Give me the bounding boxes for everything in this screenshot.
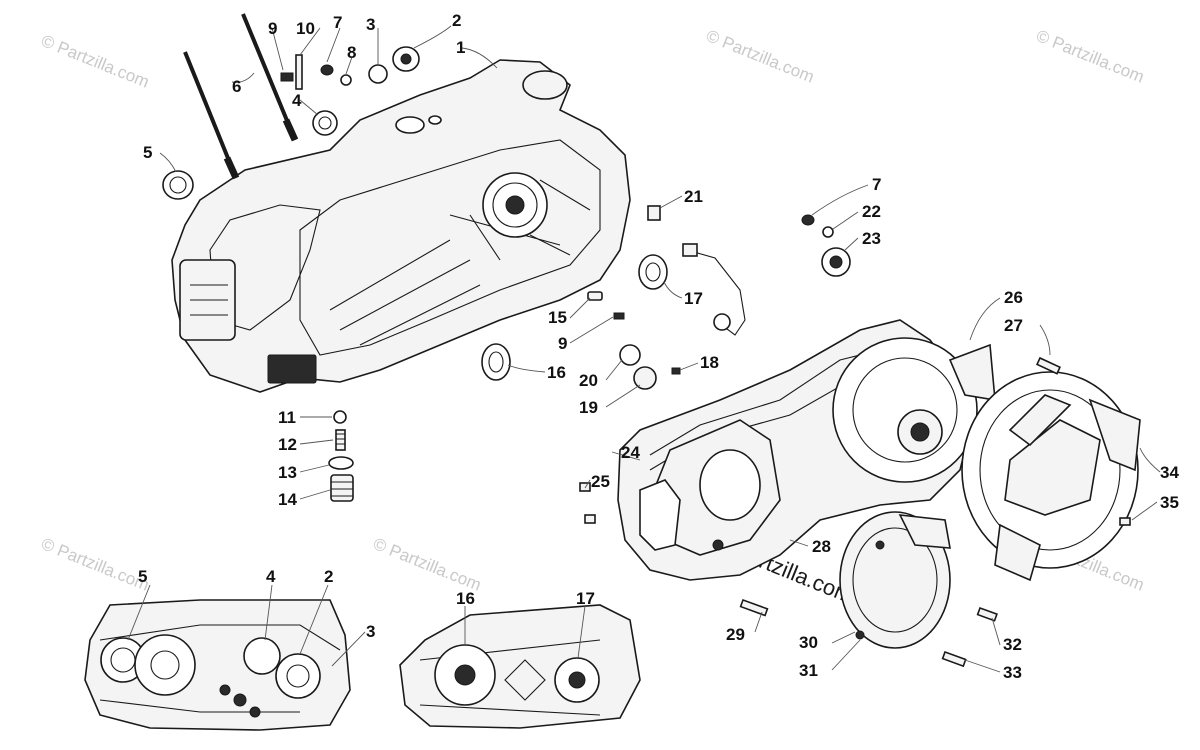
drain-plug-stack (328, 410, 354, 502)
screw-9b (613, 312, 625, 320)
callout-labels: 1 2 3 4 5 6 7 8 9 10 11 12 13 14 15 16 1… (138, 11, 1179, 682)
callout-35: 35 (1160, 493, 1179, 512)
callout-24: 24 (621, 443, 640, 462)
bolt-21 (647, 205, 661, 221)
watermark-bottom-center: © Partzilla.com (371, 534, 484, 595)
callout-6: 6 (232, 77, 241, 96)
callout-11: 11 (278, 408, 296, 427)
bolt-29 (739, 598, 769, 617)
callout-9b: 9 (558, 334, 567, 353)
seal-16 (481, 343, 511, 381)
callout-7: 7 (333, 13, 342, 32)
callout-29: 29 (726, 625, 745, 644)
callout-30: 30 (799, 633, 818, 652)
callout-16: 16 (547, 363, 566, 382)
plug-14 (330, 474, 354, 502)
crankcase-half (171, 59, 631, 393)
bearing-3 (368, 64, 388, 84)
bolt-27 (1035, 356, 1062, 375)
inset-view-right (399, 604, 641, 729)
callout-9: 9 (268, 19, 277, 38)
spring-12 (335, 429, 346, 451)
callout-7b: 7 (872, 175, 881, 194)
cvt-small-cover (839, 511, 951, 649)
leader-lines (127, 25, 1161, 673)
callout-22: 22 (862, 202, 881, 221)
callout-31: 31 (799, 661, 818, 680)
sensor-connector (682, 243, 698, 257)
pin-15 (587, 291, 603, 301)
callout-5: 5 (143, 143, 152, 162)
ball-11 (333, 410, 347, 424)
callout-34: 34 (1160, 463, 1179, 482)
watermark-top-right: © Partzilla.com (1034, 26, 1147, 87)
seal-5 (162, 170, 194, 200)
watermark-bottom-left: © Partzilla.com (39, 534, 152, 595)
callout-2: 2 (452, 11, 461, 30)
watermark-top-center: © Partzilla.com (704, 26, 817, 87)
oring-20 (619, 344, 641, 366)
washer-13 (328, 456, 354, 470)
cap-19 (633, 366, 657, 390)
watermark-top-left: © Partzilla.com (39, 31, 152, 92)
bolt-33 (941, 650, 967, 668)
mid-hardware (481, 205, 851, 390)
callout-33: 33 (1003, 663, 1022, 682)
callout-17: 17 (684, 289, 703, 308)
inset-view-left (84, 599, 351, 731)
callout-28: 28 (812, 537, 831, 556)
seal-4 (312, 110, 338, 136)
screw-9 (280, 72, 294, 82)
inset-callout-4: 4 (266, 567, 276, 586)
inset-callout-5: 5 (138, 567, 147, 586)
callout-4: 4 (292, 91, 302, 110)
cvt-cover-inner (617, 319, 996, 581)
inset-callout-2: 2 (324, 567, 333, 586)
callout-32: 32 (1003, 635, 1022, 654)
bolt-32 (976, 606, 998, 622)
callout-23: 23 (862, 229, 881, 248)
callout-18: 18 (700, 353, 719, 372)
callout-15: 15 (548, 308, 567, 327)
bolt-7 (320, 64, 334, 76)
callout-26: 26 (1004, 288, 1023, 307)
dowel-25a (579, 482, 591, 492)
screw-18 (671, 367, 681, 375)
inset-callout-17: 17 (576, 589, 595, 608)
washer-8 (340, 74, 352, 86)
inset-callout-16: 16 (456, 589, 475, 608)
bolt-7b (801, 214, 815, 226)
callout-21: 21 (684, 187, 703, 206)
callout-8: 8 (347, 43, 356, 62)
crankcase-studs (183, 13, 299, 180)
seal-17 (638, 254, 668, 290)
callout-20: 20 (579, 371, 598, 390)
callout-12: 12 (278, 435, 297, 454)
callout-14: 14 (278, 490, 297, 509)
dowel-25b (584, 514, 596, 524)
callout-1: 1 (456, 38, 465, 57)
callout-10: 10 (296, 19, 315, 38)
cvt-bolts (579, 356, 1131, 668)
callout-13: 13 (278, 463, 297, 482)
small-hardware-top (162, 46, 420, 200)
callout-25: 25 (591, 472, 610, 491)
screw-35 (1119, 517, 1131, 526)
inset-callout-3: 3 (366, 622, 375, 641)
washer-22 (822, 226, 834, 238)
dowel-pin-10 (295, 54, 303, 90)
callout-27: 27 (1004, 316, 1023, 335)
callout-19: 19 (579, 398, 598, 417)
callout-3: 3 (366, 15, 375, 34)
cvt-outer-cover (961, 371, 1141, 582)
